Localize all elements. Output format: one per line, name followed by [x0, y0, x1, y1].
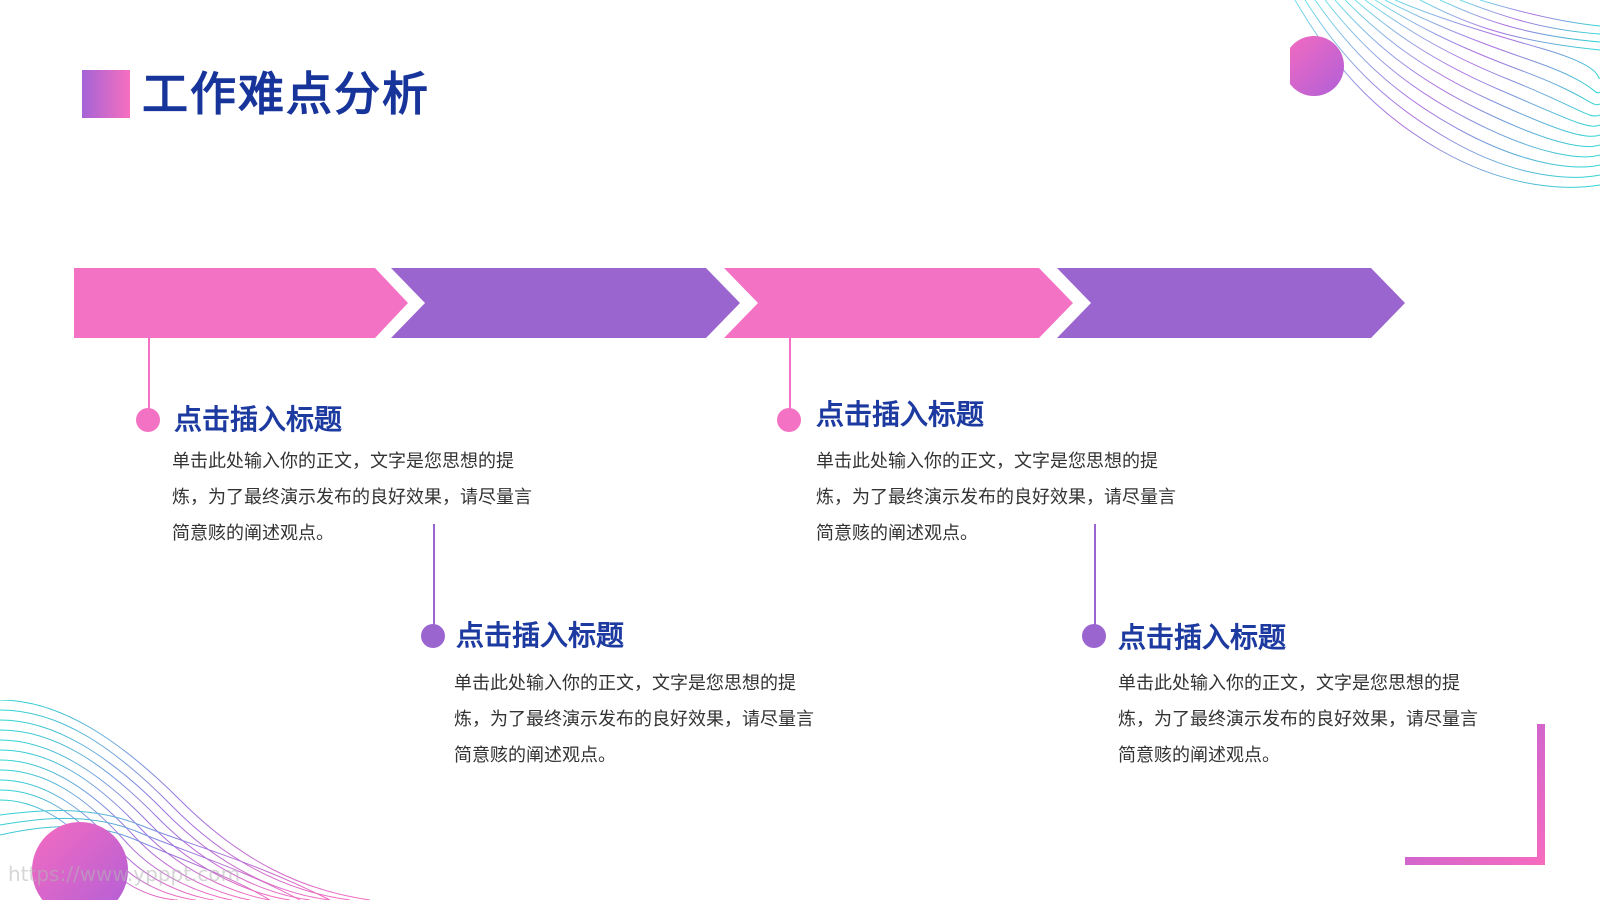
- item-title-2: 点击插入标题: [456, 619, 625, 652]
- chevron-3: [724, 268, 1073, 338]
- item-body-4: 单击此处输入你的正文，文字是您思想的提炼，为了最终演示发布的良好效果，请尽量言简…: [1118, 673, 1478, 766]
- connector-line-2: [433, 524, 435, 628]
- item-title-4: 点击插入标题: [1118, 621, 1287, 654]
- item-dot-2: [421, 624, 445, 648]
- item-body-1: 单击此处输入你的正文，文字是您思想的提炼，为了最终演示发布的良好效果，请尽量言简…: [172, 451, 532, 544]
- item-dot-3: [777, 408, 801, 432]
- connector-line-1: [148, 338, 150, 420]
- wave-decoration-top-right: [1290, 0, 1600, 188]
- item-dot-4: [1082, 624, 1106, 648]
- chevron-4: [1057, 268, 1405, 338]
- chevron-2: [391, 268, 740, 338]
- item-title-1: 点击插入标题: [174, 403, 343, 436]
- corner-bracket-decoration: [1405, 724, 1545, 865]
- wave-decoration-bottom-left: [0, 700, 370, 900]
- item-dot-1: [136, 408, 160, 432]
- title-accent-block: [82, 70, 130, 118]
- item-body-2: 单击此处输入你的正文，文字是您思想的提炼，为了最终演示发布的良好效果，请尽量言简…: [454, 673, 814, 766]
- chevron-1: [74, 268, 408, 338]
- item-body-3: 单击此处输入你的正文，文字是您思想的提炼，为了最终演示发布的良好效果，请尽量言简…: [816, 451, 1176, 544]
- watermark-text: https://www.ypppt.com: [8, 862, 241, 886]
- item-title-3: 点击插入标题: [816, 398, 985, 431]
- connector-line-3: [789, 338, 791, 420]
- connector-line-4: [1094, 524, 1096, 628]
- chevron-timeline: [74, 268, 1405, 338]
- page-title: 工作难点分析: [142, 67, 430, 121]
